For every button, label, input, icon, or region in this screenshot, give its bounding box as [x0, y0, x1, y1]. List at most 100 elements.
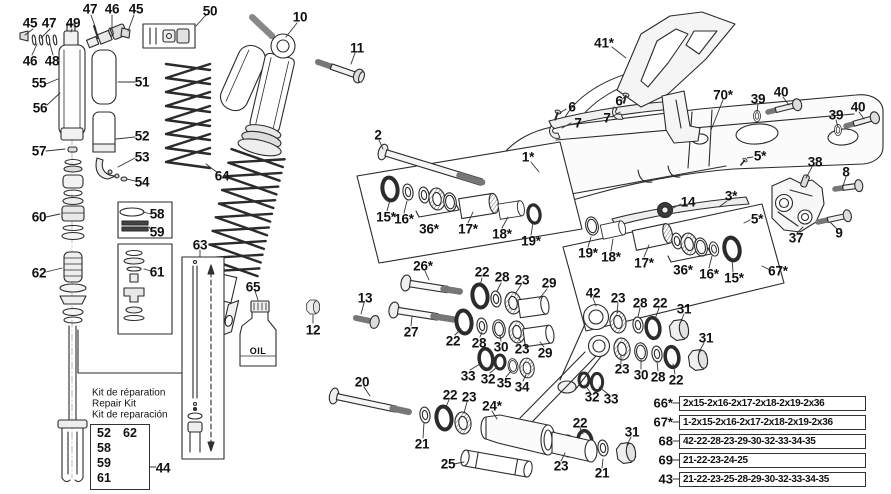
- callout-30: 30: [493, 339, 509, 355]
- callout-18: 18*: [492, 226, 512, 242]
- table-row-contents: 21-22-23-25-28-29-30-32-33-34-35: [679, 472, 866, 487]
- callout-53: 53: [134, 149, 150, 165]
- callout-61: 61: [149, 264, 165, 280]
- callout-29: 29: [541, 275, 557, 291]
- callout-14: 14: [680, 194, 696, 210]
- callout-16: 16*: [394, 211, 414, 227]
- bolt-9: [815, 209, 853, 225]
- callout-48: 48: [44, 53, 60, 69]
- axle-bolt-2: [377, 143, 486, 186]
- callout-1: 1*: [521, 149, 535, 165]
- callout-5: 5*: [753, 148, 767, 164]
- callout-7: 7: [574, 115, 582, 131]
- callout-40: 40: [850, 99, 866, 115]
- callout-39: 39: [828, 107, 844, 123]
- callout-23: 23: [514, 272, 530, 288]
- spring-64: [164, 62, 212, 170]
- table-ref-43: 43: [658, 471, 673, 487]
- callout-6: 6: [615, 93, 623, 109]
- callout-17: 17*: [458, 221, 478, 237]
- callout-58: 58: [149, 206, 165, 222]
- callout-39: 39: [750, 91, 766, 107]
- table-ref-68: 68: [658, 433, 673, 449]
- nut-12: [306, 299, 321, 315]
- callout-34: 34: [514, 379, 530, 395]
- bearing-strip-67: [562, 203, 785, 332]
- callout-7: 7: [603, 110, 611, 126]
- callout-65: 65: [245, 279, 261, 295]
- callout-27: 27: [403, 324, 419, 340]
- leader-lines: [24, 14, 865, 480]
- bearing-strip-66: [356, 141, 583, 264]
- callout-15: 15*: [724, 270, 744, 286]
- callout-35: 35: [496, 375, 512, 391]
- repair-kit-title-fr: Kit de réparation: [92, 387, 166, 399]
- kit-part-58: 58: [97, 441, 111, 455]
- bolt-27: [388, 301, 457, 323]
- bolt-13: [353, 314, 380, 329]
- callout-56: 56: [32, 100, 48, 116]
- lower-chain-slider: [611, 196, 750, 227]
- spacer-25: [460, 449, 533, 478]
- kit-part-62: 62: [123, 426, 137, 440]
- callout-5: 5*: [750, 211, 764, 227]
- callout-31: 31: [698, 330, 714, 346]
- callout-51: 51: [134, 74, 150, 90]
- callout-54: 54: [134, 174, 150, 190]
- callout-36: 36*: [419, 221, 439, 237]
- callout-24: 24*: [482, 398, 502, 414]
- callout-59: 59: [149, 224, 165, 240]
- callout-31: 31: [676, 301, 692, 317]
- callout-23: 23: [553, 458, 569, 474]
- callout-23: 23: [614, 361, 630, 377]
- kit-panel-line: [77, 329, 183, 374]
- callout-45: 45: [128, 1, 144, 17]
- callout-17: 17*: [634, 255, 654, 271]
- linkage-parts-art: [452, 281, 556, 380]
- callout-37: 37: [788, 230, 804, 246]
- callout-38: 38: [807, 154, 823, 170]
- table-ref-67: 67*: [653, 414, 673, 430]
- callout-22: 22: [572, 415, 588, 431]
- callout-21: 21: [414, 436, 430, 452]
- callout-11: 11: [350, 40, 364, 56]
- callout-15: 15*: [376, 209, 396, 225]
- bolt-26: [400, 274, 465, 296]
- callout-36: 36*: [673, 262, 693, 278]
- callout-60: 60: [31, 209, 47, 225]
- callout-19: 19*: [578, 245, 598, 261]
- table-row-contents: 2x15-2x16-2x17-2x18-2x19-2x36: [679, 396, 866, 411]
- tool-box-art: [181, 256, 225, 460]
- chain-guide-art: [616, 11, 736, 144]
- shock-service-parts-art: [19, 23, 196, 182]
- callout-33: 33: [603, 391, 619, 407]
- callout-12: 12: [305, 322, 321, 338]
- table-row-contents: 42-22-28-23-29-30-32-33-34-35: [679, 434, 866, 449]
- callout-63: 63: [192, 237, 208, 253]
- callout-23: 23: [461, 389, 477, 405]
- callout-42: 42: [585, 285, 601, 301]
- callout-22: 22: [652, 295, 668, 311]
- callout-46: 46: [104, 1, 120, 17]
- callout-19: 19*: [521, 233, 541, 249]
- callout-47: 47: [82, 1, 98, 17]
- callout-22: 22: [668, 372, 684, 388]
- callout-55: 55: [31, 75, 47, 91]
- shim-boxes-art: [117, 201, 173, 335]
- table-row-contents: 21-22-23-24-25: [679, 453, 866, 468]
- callout-10: 10: [292, 9, 308, 25]
- repair-kit-box: [90, 424, 150, 490]
- callout-18: 18*: [601, 249, 621, 265]
- callout-29: 29: [537, 345, 553, 361]
- bolt-11: [315, 59, 366, 84]
- kit-part-59: 59: [97, 456, 111, 470]
- callout-28: 28: [494, 269, 510, 285]
- callout-40: 40: [773, 84, 789, 100]
- table-ref-66: 66*: [653, 395, 673, 411]
- kit-part-52: 52: [97, 426, 111, 440]
- pull-rod-parts-art: [577, 309, 710, 393]
- callout-33: 33: [460, 368, 476, 384]
- callout-49: 49: [65, 15, 81, 31]
- bushing-14: [656, 201, 674, 219]
- piston-stack-art: [57, 146, 88, 483]
